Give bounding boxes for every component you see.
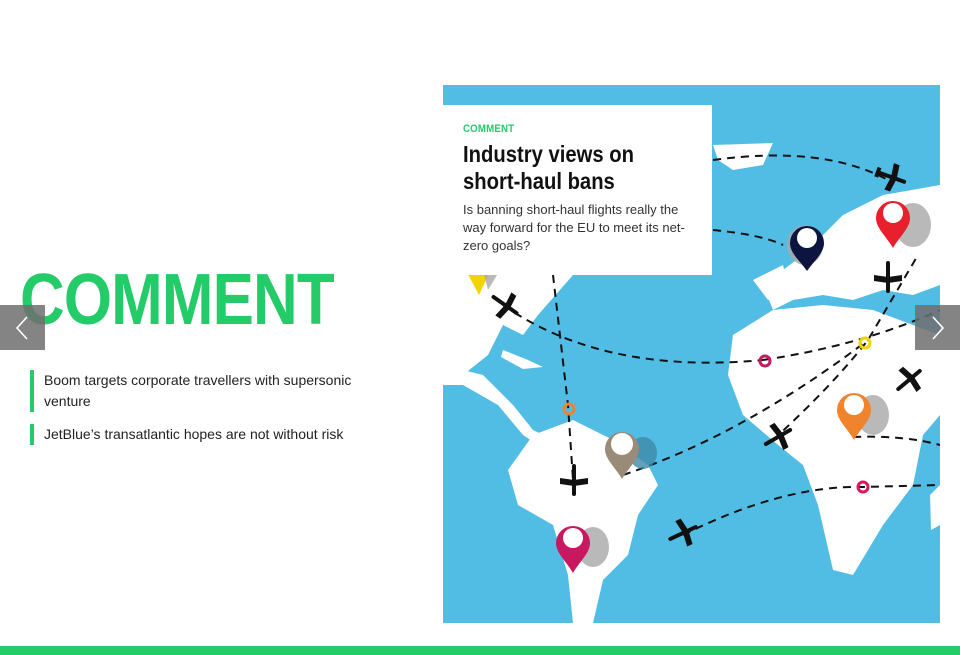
- carousel-prev-button[interactable]: [0, 305, 45, 350]
- chevron-left-icon: [15, 316, 28, 340]
- map-pin-navy: [787, 225, 824, 271]
- headline-item[interactable]: JetBlue’s transatlantic hopes are not wi…: [30, 424, 370, 445]
- headline-item[interactable]: Boom targets corporate travellers with s…: [30, 370, 370, 412]
- article-kicker: COMMENT: [463, 123, 515, 135]
- article-summary: Is banning short-haul flights really the…: [463, 202, 685, 253]
- section-title: COMMENT: [20, 260, 335, 340]
- headline-link[interactable]: Boom targets corporate travellers with s…: [44, 372, 352, 409]
- chevron-right-icon: [932, 316, 945, 340]
- map-pin-magenta: [556, 525, 609, 573]
- headline-link[interactable]: JetBlue’s transatlantic hopes are not wi…: [44, 426, 344, 442]
- featured-article-card[interactable]: COMMENT Industry views on short-haul ban…: [443, 105, 712, 275]
- bottom-accent-bar: [0, 646, 960, 655]
- article-title[interactable]: Industry views on short-haul bans: [463, 141, 634, 194]
- map-pin-taupe: [605, 432, 657, 479]
- carousel-next-button[interactable]: [915, 305, 960, 350]
- headline-list: Boom targets corporate travellers with s…: [30, 370, 370, 457]
- world-map-illustration: [443, 143, 940, 623]
- map-pin-red: [876, 201, 931, 248]
- map-pin-orange: [837, 393, 889, 440]
